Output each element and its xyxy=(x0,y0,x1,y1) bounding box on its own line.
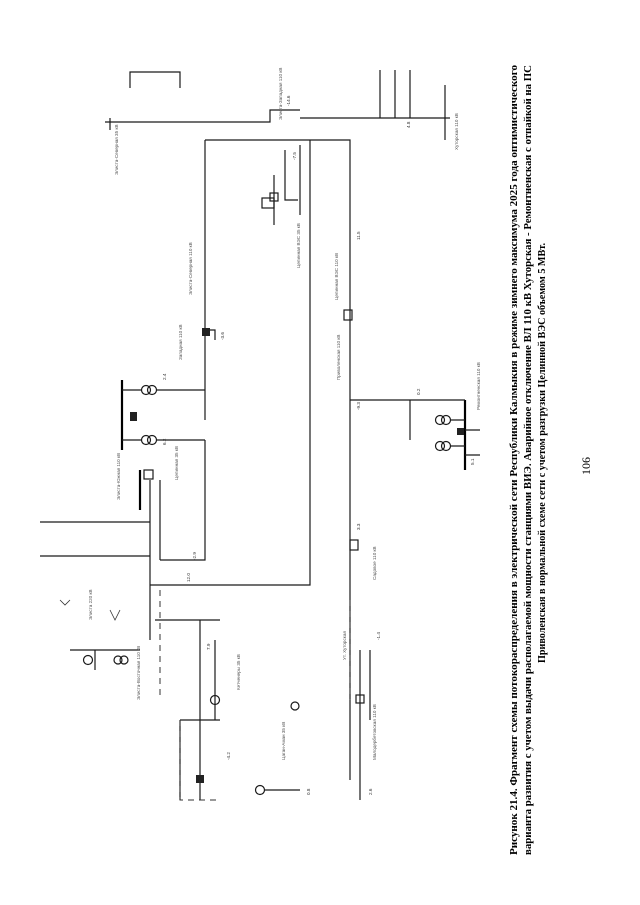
disconnector-box xyxy=(143,469,154,480)
flow-18: 2.6 xyxy=(368,788,373,795)
sub-right-links xyxy=(450,419,480,456)
flow-14: -1.4 xyxy=(376,632,381,640)
generator-block-4 xyxy=(196,775,204,783)
label-6: Элиста-Северная 110 кВ xyxy=(188,242,193,295)
label-4: Целинная ВЭС 35 кВ xyxy=(296,223,301,268)
label-13: Элиста-Восточная 110 кВ xyxy=(136,646,141,700)
sub-left-links xyxy=(122,389,205,441)
transformer-winding-4 xyxy=(440,440,452,452)
flow-10: 5.1 xyxy=(470,458,475,465)
lines-bottom-right xyxy=(359,650,371,800)
flow-12: 12.0 xyxy=(186,573,191,582)
breaker-right xyxy=(343,309,353,321)
flow-15: 7.9 xyxy=(206,643,211,650)
switchgear-box xyxy=(261,197,275,209)
flow-4: 11.5 xyxy=(356,231,361,240)
label-11: Целинная 35 кВ xyxy=(174,446,179,480)
generator-symbol-2 xyxy=(209,694,221,706)
flow-1: -14.6 xyxy=(286,95,291,106)
line-bottom-left xyxy=(70,649,140,670)
label-5: Целинная ВЭС 110 кВ xyxy=(334,253,339,300)
transformer-winding-3 xyxy=(434,440,446,452)
label-18: Цаган-Аман 35 кВ xyxy=(281,722,286,760)
transformer-winding-5 xyxy=(140,384,152,396)
caption-line-2: варианта развития с учетом выдачи распол… xyxy=(523,65,534,855)
feeders-mid xyxy=(149,480,161,640)
label-14: Кетченеры 35 кВ xyxy=(236,654,241,690)
breaker-bottom xyxy=(355,694,365,704)
label-12: Элиста 220 кВ xyxy=(88,589,93,620)
flow-13: 3.3 xyxy=(356,523,361,530)
flow-5: -3.6 xyxy=(220,332,225,340)
flow-9: 0.2 xyxy=(416,388,421,395)
network-schematic: Элиста-Северная 35 кВ Элиста-Западная 11… xyxy=(40,68,481,801)
transformer-left-2 xyxy=(119,655,129,665)
flow-16: -4.2 xyxy=(226,752,231,760)
flow-2: 4.8 xyxy=(406,121,411,128)
line-loop-top xyxy=(205,139,351,150)
label-7: Западная 110 кВ xyxy=(178,324,183,360)
transformer-winding-6 xyxy=(146,384,158,396)
line-return xyxy=(150,140,311,586)
label-15: Садовое 110 кВ xyxy=(372,546,377,580)
transformer-winding-1 xyxy=(434,414,446,426)
label-8: Приволенская 110 кВ xyxy=(336,335,341,380)
generator-block-3 xyxy=(202,328,210,336)
transformer-left-1 xyxy=(113,655,123,665)
flow-11: -2.9 xyxy=(192,552,197,560)
feeders-top xyxy=(379,70,411,118)
caption-line-1: Рисунок 21.4. Фрагмент схемы потокораспр… xyxy=(509,65,520,855)
line-trunk-a xyxy=(105,109,300,123)
line-sub-link xyxy=(284,150,298,201)
transformer-winding-2 xyxy=(440,414,452,426)
figure-caption: Рисунок 21.4. Фрагмент схемы потокораспр… xyxy=(509,65,548,855)
caption-line-3: Приволенская в нормальной схеме сети с у… xyxy=(537,243,548,663)
generator-block-2 xyxy=(130,412,137,421)
generator-symbol xyxy=(82,654,94,666)
flow-7: 6.2 xyxy=(162,438,167,445)
lines-bottom-mid xyxy=(155,619,220,720)
flow-8: -9.3 xyxy=(356,402,361,410)
generator-symbol-4 xyxy=(290,701,300,711)
flow-17: 0.8 xyxy=(306,788,311,795)
label-2: Элиста-Западная 110 кВ xyxy=(278,68,283,120)
line-planned-3 xyxy=(179,720,220,801)
transformer-winding-8 xyxy=(146,434,158,446)
label-1: Элиста-Северная 35 кВ xyxy=(114,124,119,175)
generator-symbol-3 xyxy=(254,784,266,796)
flow-6: 2.4 xyxy=(162,373,167,380)
page-number: 106 xyxy=(579,457,593,475)
label-3: Хуторская 110 кВ xyxy=(454,113,459,150)
label-10: Элиста-Южная 110 кВ xyxy=(116,453,121,500)
ground-marks xyxy=(59,599,121,621)
label-16: Ут. Хуторская xyxy=(342,631,347,660)
transformer-winding-7 xyxy=(140,434,152,446)
lines-left-a xyxy=(40,521,150,557)
label-17: Малодербетовская 110 кВ xyxy=(372,704,377,760)
lines-bottom-frame xyxy=(179,719,220,800)
frame-corner xyxy=(129,71,181,88)
label-9: Ремонтненская 110 кВ xyxy=(476,362,481,410)
line-mid-link xyxy=(160,440,206,561)
breaker-right-2 xyxy=(349,539,359,551)
generator-block xyxy=(457,428,464,435)
flow-3: -7.5 xyxy=(292,152,297,160)
